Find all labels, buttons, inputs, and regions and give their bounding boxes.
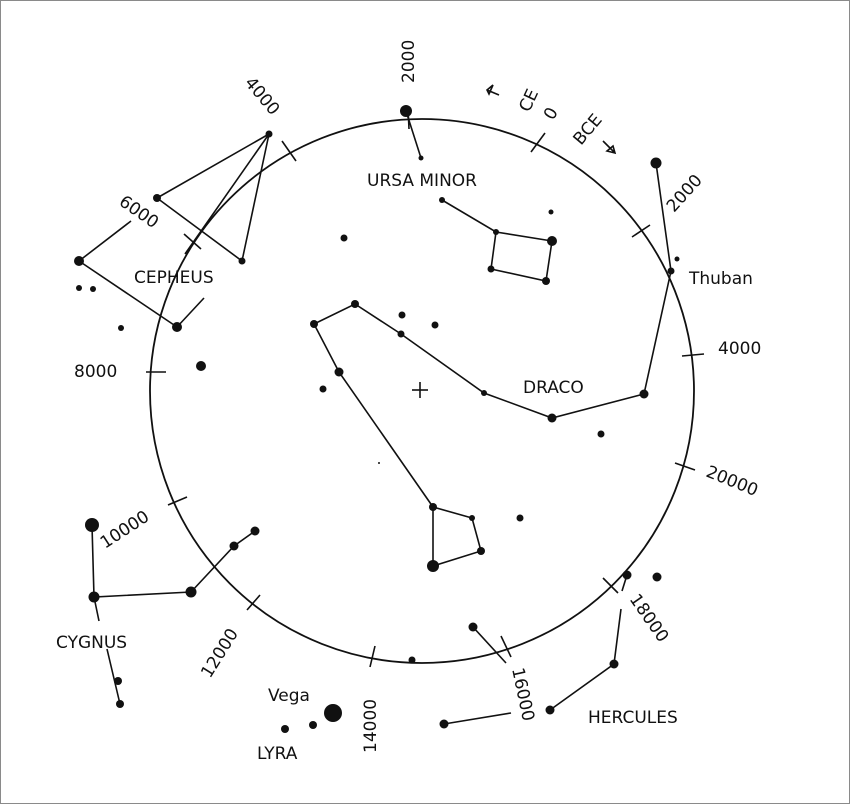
star (431, 321, 439, 329)
year-ce-12000: 12000 (197, 625, 243, 681)
star (398, 311, 406, 319)
year-ce-8000: 8000 (74, 362, 117, 382)
arrow-right-icon (602, 140, 617, 155)
label-hercules: HERCULES (588, 708, 678, 728)
deneb-star (85, 518, 99, 532)
label-thuban: Thuban (688, 269, 753, 289)
star (547, 413, 557, 423)
star (493, 229, 499, 235)
star (319, 385, 327, 393)
star (609, 659, 619, 669)
star (114, 677, 122, 685)
label-draco: DRACO (523, 378, 584, 398)
label-bce: BCE (570, 110, 607, 149)
star (196, 361, 206, 371)
star (548, 209, 554, 215)
year-bce-4000: 4000 (718, 339, 761, 359)
star (439, 197, 445, 203)
label-ursa-minor: URSA MINOR (367, 171, 477, 191)
year-ce-2000: 2000 (399, 40, 419, 83)
star (74, 256, 84, 266)
star (309, 721, 317, 729)
star (397, 330, 405, 338)
star (652, 572, 662, 582)
star (469, 515, 475, 521)
star (481, 390, 487, 396)
star (116, 700, 124, 708)
labels: URSA MINOR CEPHEUS DRACO CYGNUS LYRA HER… (56, 40, 761, 764)
vega-star (324, 704, 342, 722)
star (547, 236, 557, 246)
star (622, 570, 632, 580)
label-cygnus: CYGNUS (56, 633, 127, 653)
center-cross (412, 382, 428, 398)
star (310, 320, 318, 328)
year-ce-10000: 10000 (97, 507, 153, 553)
star (351, 300, 359, 308)
star (477, 547, 485, 555)
star (429, 503, 437, 511)
star (76, 285, 82, 291)
arrow-left-icon (486, 84, 500, 96)
star (545, 705, 555, 715)
star (597, 430, 605, 438)
year-bce-16000: 16000 (507, 666, 538, 723)
star (118, 325, 124, 331)
label-zero: 0 (540, 104, 563, 123)
star (172, 322, 182, 332)
constellation-lines (78, 110, 672, 725)
star (468, 622, 478, 632)
star (229, 541, 239, 551)
star (250, 526, 260, 536)
star (516, 514, 524, 522)
label-vega: Vega (268, 686, 310, 706)
star (639, 389, 649, 399)
star (427, 560, 439, 572)
star (334, 367, 344, 377)
thuban-star (667, 267, 675, 275)
star (408, 656, 416, 664)
star (340, 234, 348, 242)
direction-arrows (486, 84, 617, 155)
year-ce-14000: 14000 (361, 699, 381, 753)
star (88, 591, 100, 603)
star (439, 719, 449, 729)
year-bce-18000: 18000 (625, 590, 672, 646)
star (650, 157, 662, 169)
polaris-star (400, 105, 412, 117)
star (265, 130, 273, 138)
precession-circle (149, 118, 695, 664)
stars (74, 105, 680, 733)
year-bce-2000: 2000 (663, 171, 707, 217)
star (90, 286, 96, 292)
star (378, 462, 380, 464)
star (153, 194, 161, 202)
star (281, 725, 289, 733)
label-cepheus: CEPHEUS (134, 268, 214, 288)
label-ce: CE (515, 86, 543, 115)
star (238, 257, 246, 265)
star (542, 277, 550, 285)
label-lyra: LYRA (257, 744, 298, 764)
star (487, 265, 495, 273)
star (674, 256, 680, 262)
star (185, 586, 197, 598)
star (418, 155, 424, 161)
circle-ticks (146, 106, 705, 668)
year-bce-20000: 20000 (703, 462, 761, 501)
year-ce-4000: 4000 (240, 73, 283, 119)
